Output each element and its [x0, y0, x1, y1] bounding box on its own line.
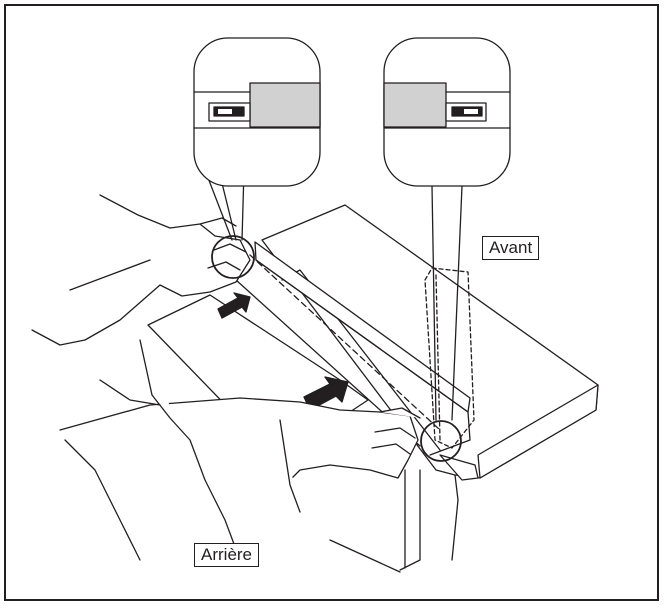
- figure-frame: [4, 4, 659, 601]
- dashed-slot-highlight: [424, 267, 475, 449]
- front-label: Avant: [482, 236, 540, 260]
- zoom-callout-left: [193, 37, 321, 279]
- zoom-callout-right: [383, 37, 511, 462]
- back-label: Arrière: [194, 543, 260, 567]
- push-arrow-icon: [217, 292, 251, 319]
- right-hand: [59, 339, 421, 561]
- device-base: [261, 204, 599, 573]
